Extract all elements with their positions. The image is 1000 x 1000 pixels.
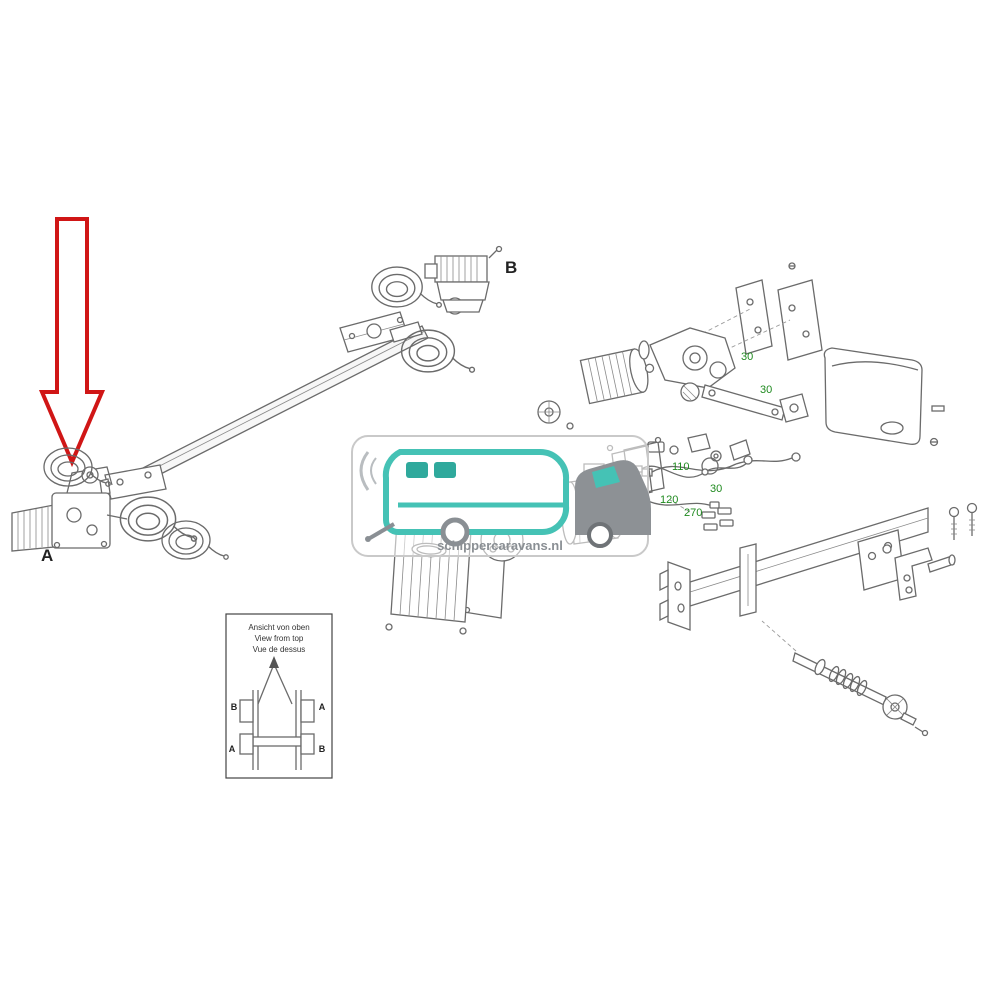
housing-cover [823,347,945,447]
part-number-30-low: 30 [710,483,722,495]
red-indicator-arrow [38,217,106,468]
part-number-110: 110 [672,461,690,473]
caravan-icon [365,448,570,547]
gearbox-housing [638,327,736,402]
motor-wiring [633,455,753,509]
bolt-icon [948,506,960,540]
inset-label-bottom-left: A [229,744,236,754]
cable-coil-left-2 [161,520,229,560]
end-cap [537,400,574,430]
cross-rail-assembly [659,502,978,631]
tube-coupling-bracket [99,464,167,500]
part-number-30-mid: 30 [760,384,772,396]
spindle-assembly [761,620,929,737]
part-number-120: 120 [660,494,678,506]
unit-b-label: B [505,258,517,277]
inset-top-view: Ansicht von oben View from top Vue de de… [225,613,333,779]
part-number-270: 270 [684,507,702,519]
tow-car-icon [575,460,651,548]
inset-title-de: Ansicht von oben [248,623,309,632]
inset-title-en: View from top [255,634,304,643]
swing-arm [701,384,809,423]
up-arrow-icon [269,656,279,668]
exploded-drive-assembly [537,262,945,531]
fastener-clips [669,499,734,531]
inset-label-bottom-right: B [319,744,326,754]
part-number-30-top: 30 [741,351,753,363]
motor-unit-a [11,466,128,552]
mounting-plates [689,279,823,363]
inset-title-fr: Vue de dessus [253,645,306,654]
bolt-icon [966,502,978,536]
watermark: schippercaravans.nl [351,435,651,557]
motor-unit-b [424,245,503,315]
unit-a-label: A [41,546,53,565]
inset-label-top-left: B [231,702,238,712]
inset-label-top-right: A [319,702,326,712]
armature-motor [579,348,655,405]
watermark-text: schippercaravans.nl [437,538,563,553]
drive-unit-b [339,311,423,353]
